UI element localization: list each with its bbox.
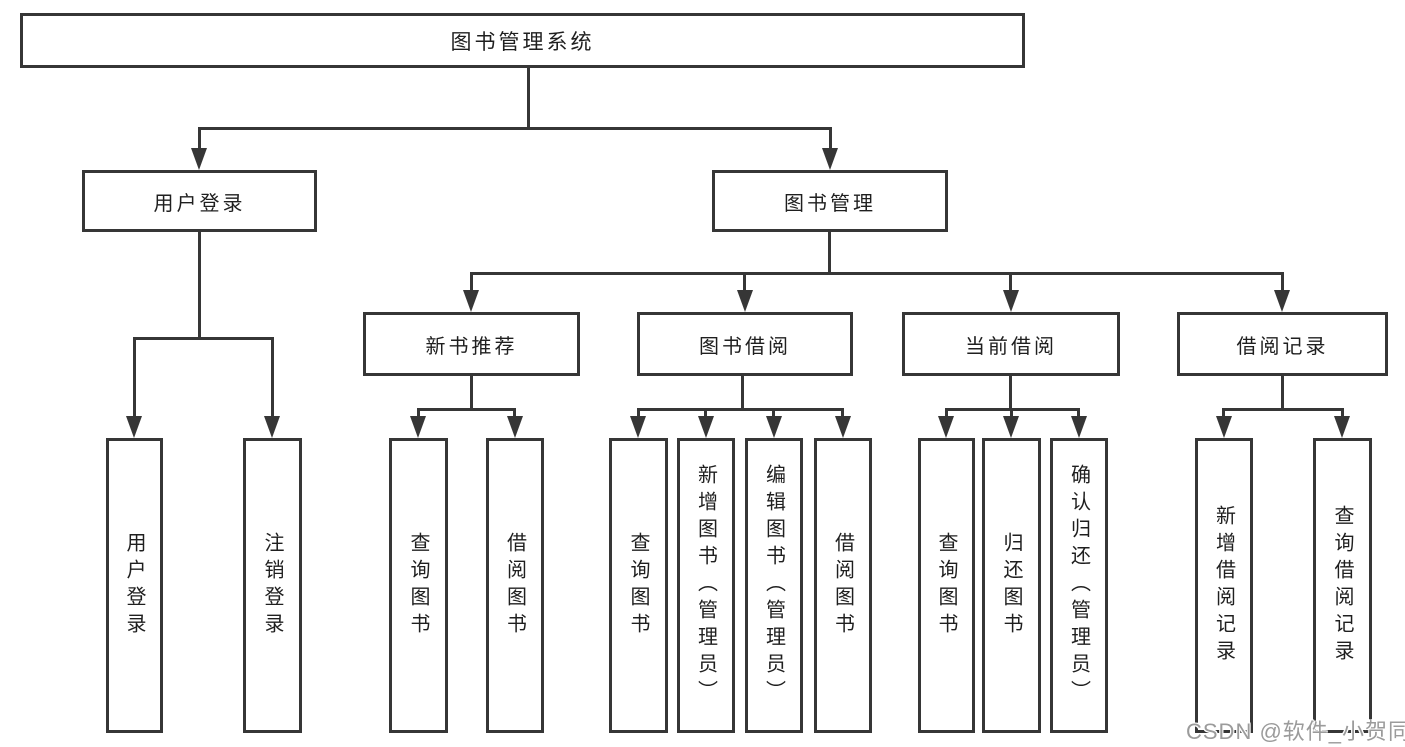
arrowhead-down-icon <box>1334 416 1350 438</box>
connector-line <box>470 272 1284 275</box>
arrowhead-down-icon <box>191 148 207 170</box>
arrowhead-down-icon <box>1071 416 1087 438</box>
connector-line <box>829 127 832 150</box>
arrowhead-down-icon <box>737 290 753 312</box>
connector-line <box>470 272 473 292</box>
node-new-book-recommend-label: 新书推荐 <box>425 335 518 358</box>
connector-line <box>1010 408 1013 418</box>
leaf-query-book-1: 查询图书 <box>389 438 448 733</box>
leaf-borrow-book-1: 借阅图书 <box>486 438 544 733</box>
arrowhead-down-icon <box>507 416 523 438</box>
connector-line <box>772 408 775 418</box>
arrowhead-down-icon <box>835 416 851 438</box>
arrowhead-down-icon <box>698 416 714 438</box>
connector-line <box>743 272 746 292</box>
node-new-book-recommend: 新书推荐 <box>363 312 580 376</box>
leaf-logout: 注销登录 <box>243 438 302 733</box>
connector-line <box>470 376 473 411</box>
connector-line <box>1009 272 1012 292</box>
connector-line <box>198 127 201 150</box>
connector-line <box>637 408 844 411</box>
connector-line <box>1077 408 1080 418</box>
leaf-add-book-admin-label: 新增图书（管理员） <box>694 464 717 707</box>
node-book-borrow: 图书借阅 <box>637 312 853 376</box>
leaf-add-borrow-record: 新增借阅记录 <box>1195 438 1253 733</box>
arrowhead-down-icon <box>1003 416 1019 438</box>
connector-line <box>417 408 420 418</box>
arrowhead-down-icon <box>766 416 782 438</box>
leaf-query-book-3: 查询图书 <box>918 438 975 733</box>
leaf-query-book-2: 查询图书 <box>609 438 668 733</box>
arrowhead-down-icon <box>938 416 954 438</box>
node-book-management: 图书管理 <box>712 170 948 232</box>
leaf-borrow-book-2: 借阅图书 <box>814 438 872 733</box>
arrowhead-down-icon <box>126 416 142 438</box>
arrowhead-down-icon <box>1003 290 1019 312</box>
leaf-edit-book-admin: 编辑图书（管理员） <box>745 438 803 733</box>
arrowhead-down-icon <box>630 416 646 438</box>
leaf-query-book-3-label: 查询图书 <box>935 531 957 640</box>
node-root: 图书管理系统 <box>20 13 1025 68</box>
leaf-query-borrow-record: 查询借阅记录 <box>1313 438 1372 733</box>
arrowhead-down-icon <box>264 416 280 438</box>
connector-line <box>637 408 640 418</box>
node-current-borrow: 当前借阅 <box>902 312 1120 376</box>
csdn-watermark: CSDN @软件_小贺同学 <box>1186 719 1405 744</box>
node-book-management-label: 图书管理 <box>784 192 876 215</box>
leaf-edit-book-admin-label: 编辑图书（管理员） <box>762 464 785 707</box>
connector-line <box>198 127 830 130</box>
leaf-query-book-1-label: 查询图书 <box>407 531 429 640</box>
arrowhead-down-icon <box>463 290 479 312</box>
connector-line <box>527 68 530 130</box>
leaf-add-book-admin: 新增图书（管理员） <box>677 438 735 733</box>
connector-line <box>841 408 844 418</box>
connector-line <box>198 232 201 340</box>
connector-line <box>513 408 516 418</box>
connector-line <box>741 376 744 411</box>
node-user-login: 用户登录 <box>82 170 317 232</box>
leaf-return-book: 归还图书 <box>982 438 1041 733</box>
connector-line <box>1341 408 1344 418</box>
connector-line <box>133 337 136 418</box>
leaf-logout-label: 注销登录 <box>261 531 283 640</box>
arrowhead-down-icon <box>1274 290 1290 312</box>
leaf-borrow-book-2-label: 借阅图书 <box>831 531 854 640</box>
leaf-user-login: 用户登录 <box>106 438 163 733</box>
connector-line <box>417 408 516 411</box>
leaf-add-borrow-record-label: 新增借阅记录 <box>1212 504 1235 667</box>
node-borrow-records: 借阅记录 <box>1177 312 1388 376</box>
node-book-borrow-label: 图书借阅 <box>699 335 791 358</box>
connector-line <box>1281 272 1284 292</box>
node-borrow-records-label: 借阅记录 <box>1236 335 1329 358</box>
arrowhead-down-icon <box>822 148 838 170</box>
connector-line <box>945 408 948 418</box>
connector-line <box>1222 408 1225 418</box>
connector-line <box>704 408 707 418</box>
leaf-borrow-book-1-label: 借阅图书 <box>503 531 526 640</box>
leaf-return-book-label: 归还图书 <box>1000 531 1022 640</box>
leaf-query-book-2-label: 查询图书 <box>627 531 649 640</box>
connector-line <box>271 337 274 418</box>
connector-line <box>1281 376 1284 411</box>
leaf-user-login-label: 用户登录 <box>123 531 145 640</box>
connector-line <box>1222 408 1343 411</box>
leaf-confirm-return-admin: 确认归还（管理员） <box>1050 438 1108 733</box>
leaf-confirm-return-admin-label: 确认归还（管理员） <box>1067 464 1090 707</box>
connector-line <box>1009 376 1012 411</box>
arrowhead-down-icon <box>1216 416 1232 438</box>
connector-line <box>133 337 274 340</box>
node-user-login-label: 用户登录 <box>153 192 246 215</box>
connector-line <box>828 232 831 275</box>
node-current-borrow-label: 当前借阅 <box>965 335 1057 358</box>
node-root-label: 图书管理系统 <box>450 30 595 54</box>
leaf-query-borrow-record-label: 查询借阅记录 <box>1331 504 1353 667</box>
arrowhead-down-icon <box>410 416 426 438</box>
